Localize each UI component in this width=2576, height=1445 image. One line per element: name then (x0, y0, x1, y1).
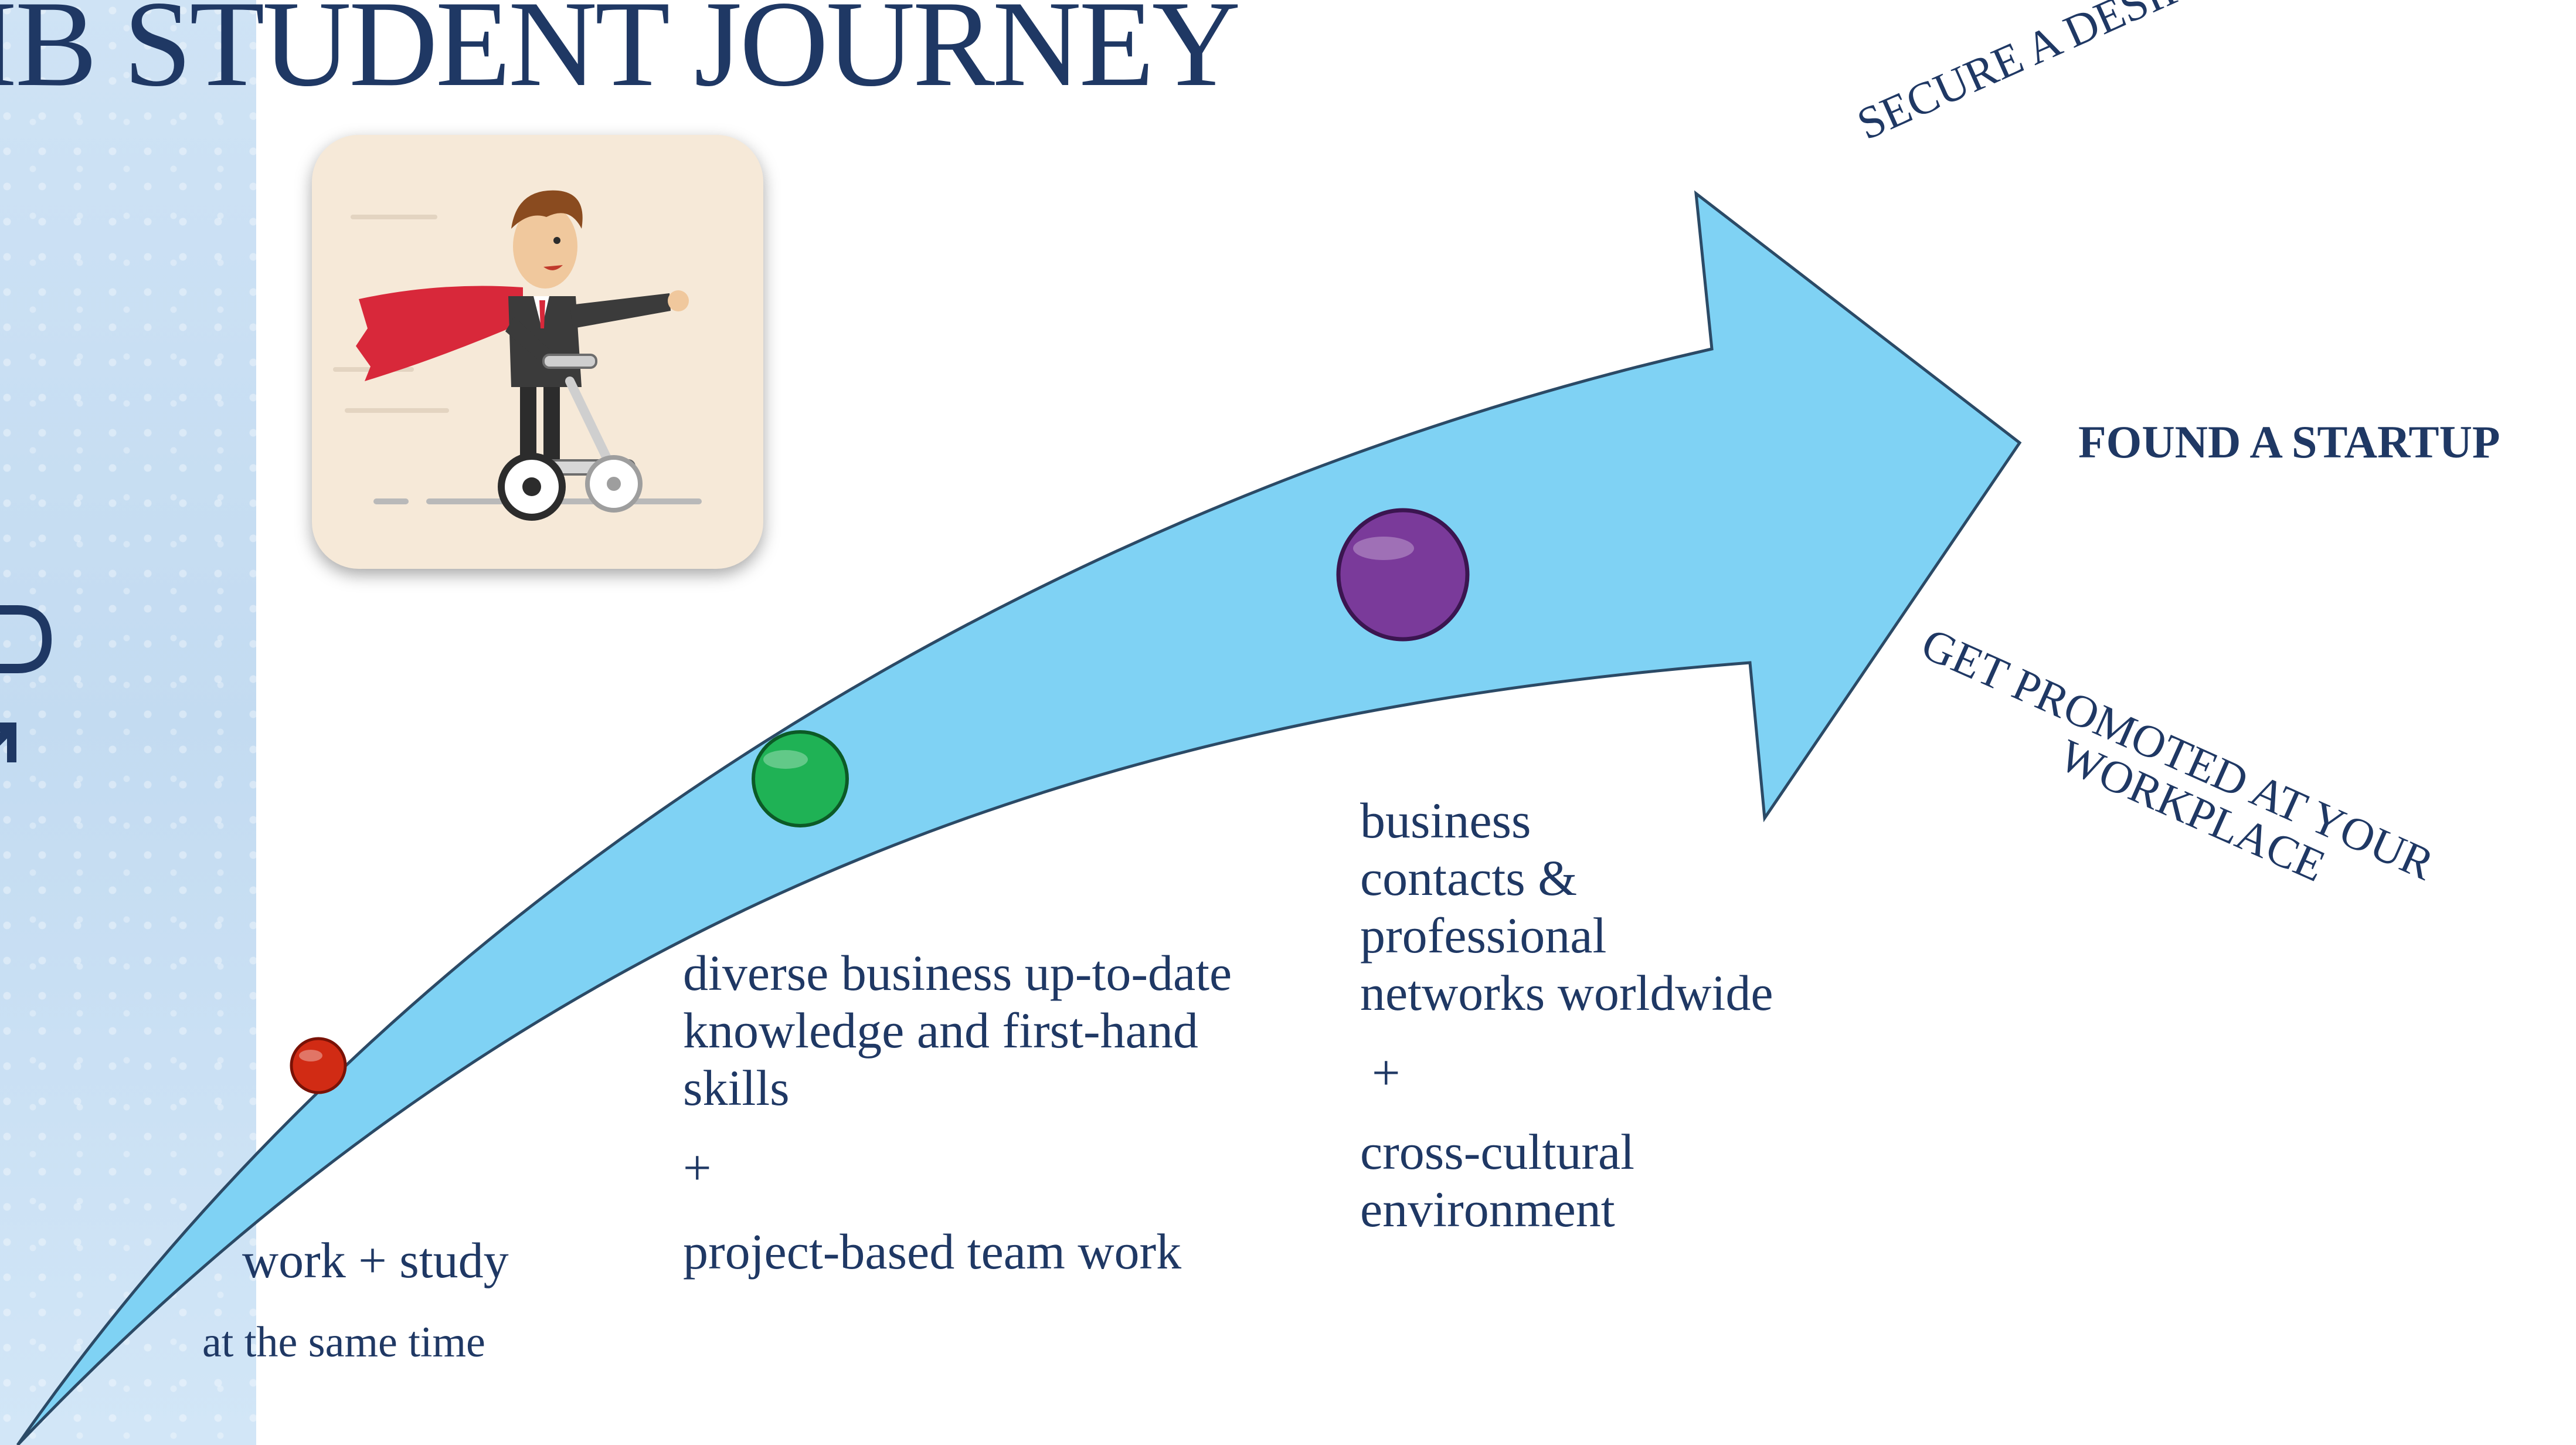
stage-3-extra-line-2: environment (1360, 1181, 1615, 1237)
stage-2-line-2: knowledge and first-hand (683, 1002, 1198, 1059)
stage-2-extra: project-based team work (683, 1223, 1182, 1280)
stage-1-sublabel: at the same time (202, 1318, 485, 1366)
outcome-found-startup: FOUND A STARTUP (2078, 416, 2500, 467)
stage-3-plus: + (1372, 1044, 1401, 1101)
stage-3-line-3: professional (1360, 907, 1607, 964)
journey-arrow (16, 190, 2022, 1445)
milestone-1-dot (290, 1037, 347, 1094)
stage-3-line-4: networks worldwide (1360, 965, 1773, 1021)
stage-1-label: work + study (242, 1232, 509, 1288)
stage-3-extra-line-1: cross-cultural (1360, 1124, 1635, 1180)
stage-2-plus: + (683, 1139, 712, 1196)
partial-arrow-icon (0, 605, 52, 762)
page-title: IB STUDENT JOURNEY (0, 0, 1241, 112)
stage-2-line-3: skills (683, 1060, 790, 1116)
stage-3-line-1: business (1360, 792, 1531, 849)
businessman-on-hoverboard-illustration (312, 135, 763, 569)
stage-2-line-1: diverse business up-to-date (683, 945, 1232, 1001)
milestone-2-dot (752, 730, 849, 827)
milestone-3-dot (1336, 508, 1470, 642)
stage-3-line-2: contacts & (1360, 850, 1578, 906)
